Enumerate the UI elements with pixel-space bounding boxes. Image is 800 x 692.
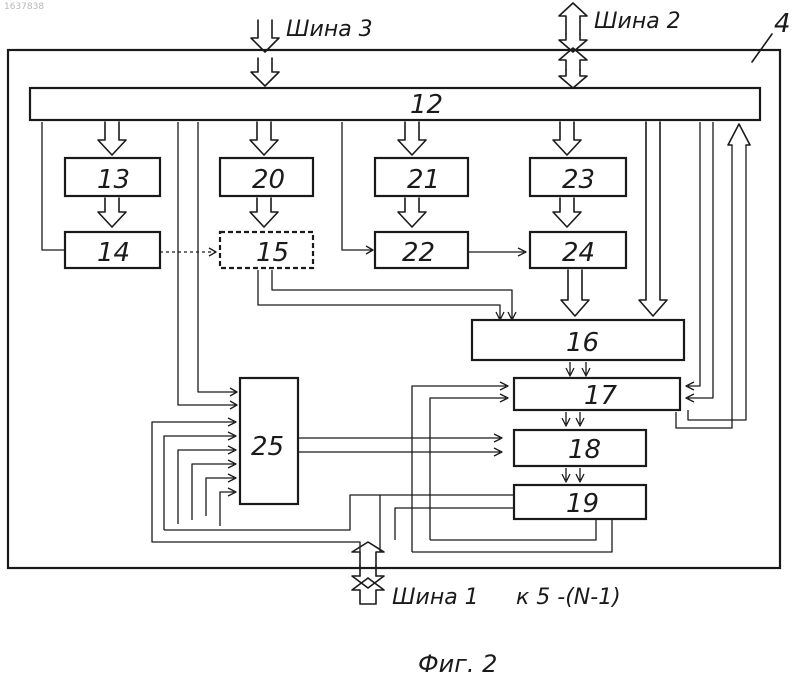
link-16-to-17 [566, 362, 590, 376]
link-12-to-22 [342, 122, 373, 254]
link-17-to-18 [562, 412, 584, 426]
bus-arrows-row1-to-row2 [98, 198, 581, 227]
block-19-label: 19 [566, 489, 599, 519]
link-15-to-16-b [272, 270, 516, 320]
block-16-label: 16 [566, 328, 599, 358]
block-22-label: 22 [402, 238, 435, 268]
link-15-to-16 [258, 270, 504, 320]
block-15-label: 15 [256, 238, 289, 268]
bus2-arrow [559, 3, 587, 88]
block-24-label: 24 [562, 238, 595, 268]
frame-label: 4 [774, 9, 791, 39]
block-20-label: 20 [252, 165, 285, 195]
block-21-label: 21 [407, 165, 440, 195]
bus-arrows-from-12 [98, 122, 581, 155]
link-18-to-19 [562, 468, 584, 482]
bus1-label: Шина 1 [392, 585, 479, 610]
bus2-label: Шина 2 [594, 9, 681, 34]
arrow-24-to-16 [561, 270, 589, 316]
bus3-label: Шина 3 [286, 17, 373, 42]
block-14-label: 14 [97, 238, 130, 268]
block-17-label: 17 [584, 381, 618, 411]
block-23-label: 23 [562, 165, 595, 195]
link-12-to-14 [42, 122, 64, 250]
document-id: 1637838 [4, 2, 44, 12]
frame-leader-line [752, 34, 772, 62]
bus1-arrow [352, 542, 384, 604]
links-25-to-17-18 [298, 434, 502, 456]
links-into-17-left [412, 382, 508, 552]
bus1-note: к 5 -(N-1) [516, 585, 621, 610]
block-12-label: 12 [410, 90, 443, 120]
block-25-label: 25 [251, 432, 284, 462]
row2-links [160, 248, 526, 256]
links-12-to-17 [686, 122, 713, 402]
block-13-label: 13 [97, 165, 130, 195]
arrow-12-to-16 [639, 122, 667, 316]
block-12 [30, 88, 760, 120]
outer-frame [8, 50, 780, 568]
bus3-arrow [251, 20, 279, 86]
figure-caption: Фиг. 2 [418, 650, 497, 678]
block-18-label: 18 [568, 435, 601, 465]
